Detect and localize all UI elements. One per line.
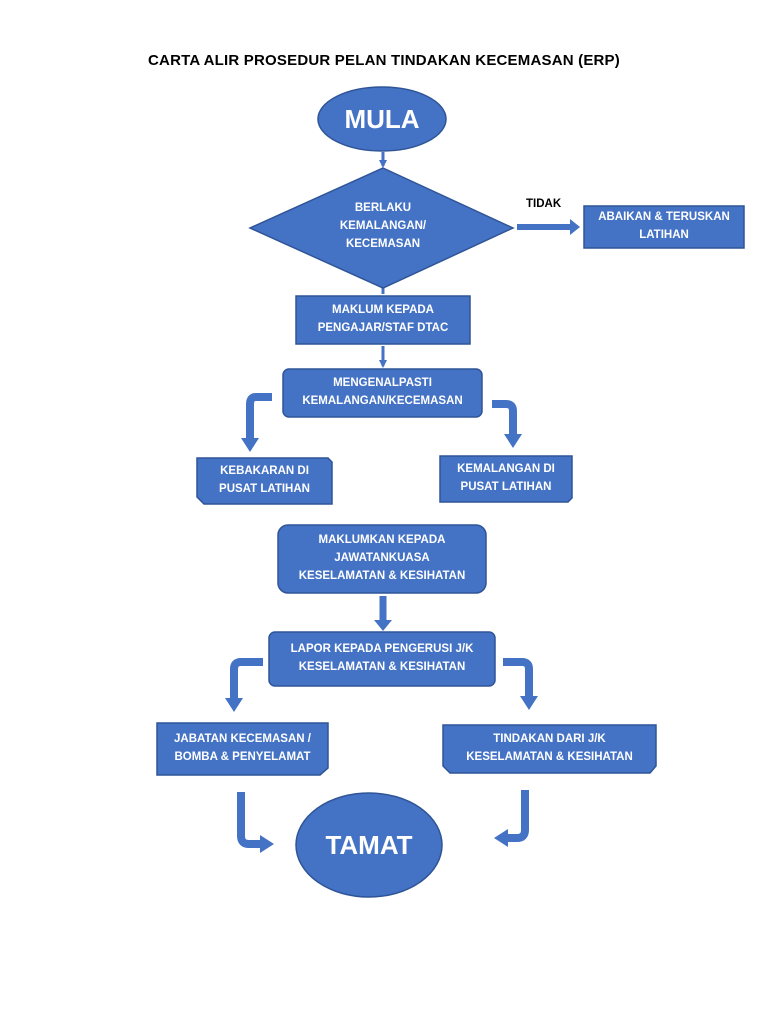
ignore-node-label: ABAIKAN & TERUSKAN LATIHAN [598, 211, 730, 241]
end-node-label: TAMAT [325, 830, 413, 860]
notify-staff-node-label: MAKLUM KEPADA PENGAJAR/STAF DTAC [317, 304, 449, 334]
page-title: CARTA ALIR PROSEDUR PELAN TINDAKAN KECEM… [148, 52, 620, 69]
action-node-label: TINDAKAN DARI J/K KESELAMATAN & KESIHATA… [466, 733, 633, 763]
ignore-box [583, 205, 745, 249]
fire-node-label: KEBAKARAN DI PUSAT LATIHAN [219, 465, 310, 495]
identify-node-label: MENGENALPASTI KEMALANGAN/KECEMASAN [302, 377, 463, 407]
arrow-identify-accident [492, 400, 517, 436]
arrow-report-emergency [230, 658, 263, 700]
inform-committee-box [277, 524, 487, 594]
start-node-label: MULA [344, 104, 420, 134]
decision-diamond [248, 167, 515, 289]
emergency-box [156, 722, 329, 776]
notify-staff-box [295, 295, 471, 345]
report-chair-box [268, 631, 496, 687]
identify-box [282, 368, 483, 418]
decision-node-label: BERLAKU KEMALANGAN/ KECEMASAN [339, 202, 427, 250]
emergency-node-label: JABATAN KECEMASAN / BOMBA & PENYELAMAT [174, 733, 311, 763]
arrow-emergency-end [237, 792, 262, 848]
arrow-action-end [506, 790, 529, 842]
edge-label-no: TIDAK [526, 198, 562, 210]
arrow-identify-fire [246, 393, 272, 440]
action-box [442, 724, 657, 774]
accident-node-label: KEMALANGAN DI PUSAT LATIHAN [457, 463, 555, 493]
report-chair-node-label: LAPOR KEPADA PENGERUSI J/K KESELAMATAN &… [290, 643, 474, 673]
fire-box [196, 457, 333, 505]
inform-committee-node-label: MAKLUMKAN KEPADA JAWATANKUASA KESELAMATA… [298, 534, 466, 582]
arrow-report-action [503, 658, 533, 698]
accident-box [439, 455, 573, 503]
start-ellipse [317, 86, 447, 152]
end-ellipse [295, 792, 443, 898]
